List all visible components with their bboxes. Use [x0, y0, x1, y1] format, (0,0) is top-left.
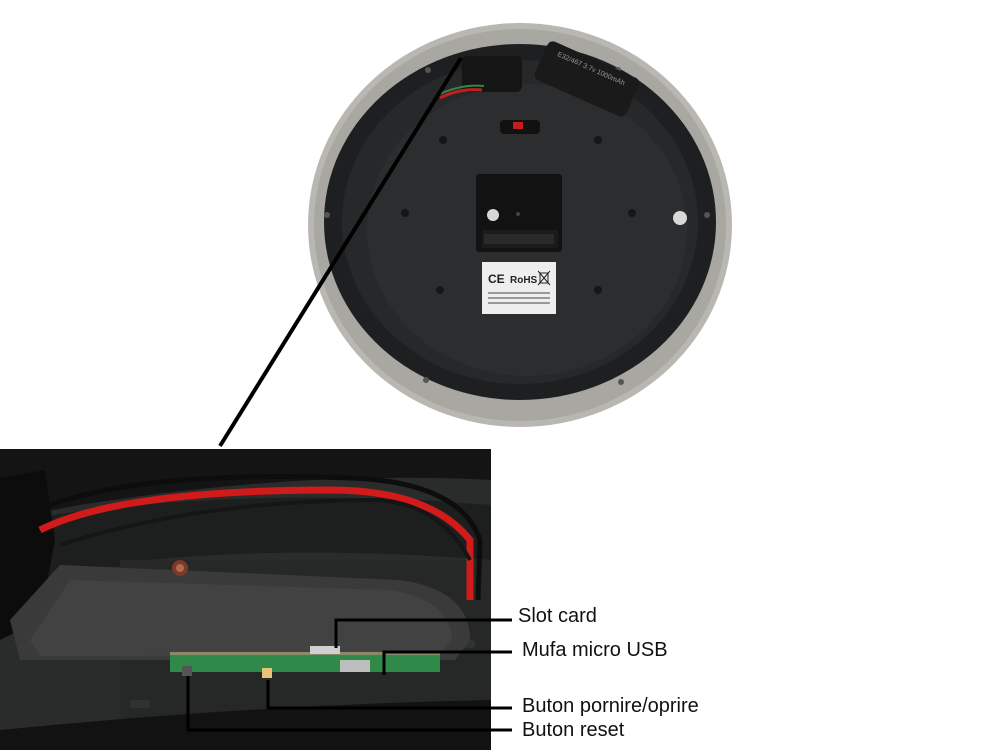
label-slot-card: Slot card: [518, 605, 597, 627]
leader-micro-usb: [382, 650, 512, 675]
clock-label-sticker: [482, 262, 556, 314]
pcb-board: [170, 652, 440, 672]
leader-power-button: [266, 680, 512, 710]
ce-mark: CE: [488, 272, 505, 286]
leader-reset-button: [186, 676, 512, 732]
label-reset-button: Buton reset: [522, 719, 625, 741]
battery-pack: [439, 41, 640, 117]
leader-line-main: [218, 56, 463, 448]
label-power-button: Buton pornire/oprire: [522, 695, 699, 717]
detail-photo: [0, 449, 491, 750]
weee-bin-icon: [537, 270, 551, 286]
label-micro-usb: Mufa micro USB: [522, 639, 668, 661]
leader-slot-card: [334, 618, 512, 648]
rohs-mark: RoHS: [510, 275, 538, 286]
